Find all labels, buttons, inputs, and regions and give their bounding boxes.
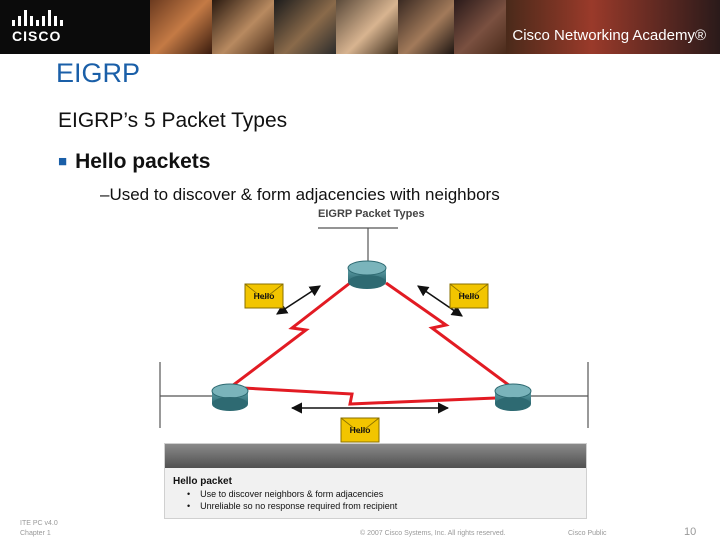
info-box-item: •Unreliable so no response required from… (187, 501, 586, 511)
router-top (348, 261, 386, 289)
router-right (495, 384, 531, 411)
info-box-item: •Use to discover neighbors & form adjace… (187, 489, 586, 499)
footer-course: ITE PC v4.0 (20, 520, 58, 527)
info-box-item-text: Unreliable so no response required from … (200, 501, 397, 511)
serial-link-bottom (243, 388, 496, 404)
footer-chapter: Chapter 1 (20, 530, 51, 537)
hello-envelope-left: Hello (245, 284, 283, 308)
router-left (212, 384, 248, 411)
serial-link-right (386, 283, 510, 386)
hello-arrows (277, 286, 462, 408)
page-number: 10 (684, 526, 696, 538)
hello-info-box: Hello packet •Use to discover neighbors … (164, 443, 587, 519)
footer-copyright: © 2007 Cisco Systems, Inc. All rights re… (360, 530, 506, 537)
info-box-item-text: Use to discover neighbors & form adjacen… (200, 489, 383, 499)
hello-envelope-bottom: Hello (341, 418, 379, 442)
hello-label-left: Hello (254, 291, 275, 301)
hello-label-right: Hello (459, 291, 480, 301)
info-box-header-bar (165, 444, 586, 468)
hello-label-bottom: Hello (350, 425, 371, 435)
footer-classification: Cisco Public (568, 530, 607, 537)
info-box-heading: Hello packet (173, 476, 586, 487)
hello-envelope-right: Hello (450, 284, 488, 308)
